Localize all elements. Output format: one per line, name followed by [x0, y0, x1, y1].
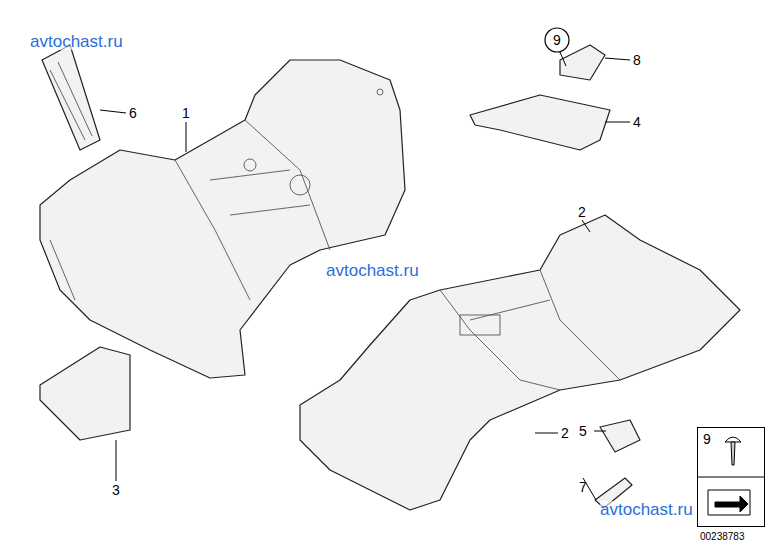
callout-number: 3 [112, 483, 120, 497]
watermark: avtochast.ru [600, 501, 693, 518]
callout-number: 2 [578, 205, 586, 219]
watermark: avtochast.ru [326, 262, 419, 279]
callout-number: 7 [579, 480, 587, 494]
watermark: avtochast.ru [30, 33, 123, 50]
callout-number: 9 [553, 33, 561, 47]
callout-number: 6 [129, 106, 137, 120]
callout-number: 1 [182, 106, 190, 120]
callout-circle: 9 [544, 27, 570, 53]
callout-number: 2 [561, 426, 569, 440]
callout-number: 8 [633, 53, 641, 67]
callout-number: 9 [703, 432, 711, 446]
legend-frame: 9 [697, 427, 765, 527]
callout-number: 5 [579, 424, 587, 438]
diagram-code: 00238783 [700, 532, 745, 542]
callout-number: 4 [633, 115, 641, 129]
